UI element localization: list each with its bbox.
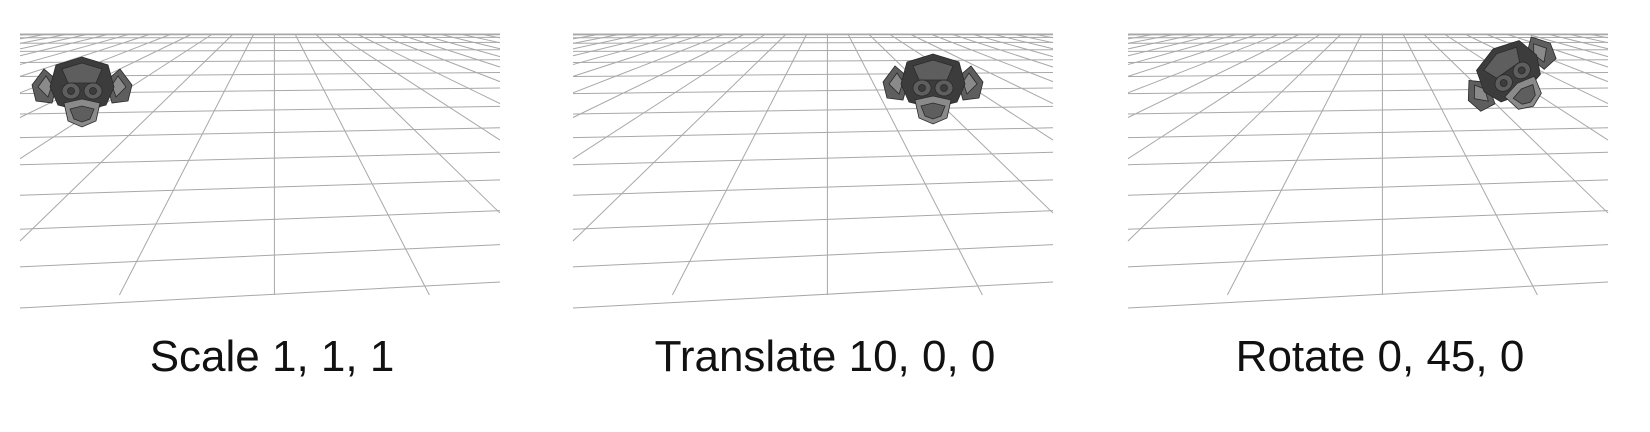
grid-floor [1127, 33, 1609, 309]
viewport-scale [12, 0, 532, 320]
panel-rotate: Rotate 0, 45, 0 [1120, 0, 1640, 432]
panel-translate: Translate 10, 0, 0 [565, 0, 1085, 432]
caption-scale: Scale 1, 1, 1 [149, 332, 395, 381]
viewport-translate [565, 0, 1085, 320]
monkey-head-model [882, 53, 984, 125]
panel-scale: Scale 1, 1, 1 [12, 0, 532, 432]
grid-floor [572, 33, 1054, 309]
caption-translate: Translate 10, 0, 0 [654, 332, 996, 381]
viewport-rotate [1120, 0, 1640, 320]
grid-floor [19, 33, 501, 309]
monkey-head-model [1467, 36, 1557, 112]
caption-rotate: Rotate 0, 45, 0 [1235, 332, 1525, 381]
monkey-head-model [31, 56, 133, 128]
